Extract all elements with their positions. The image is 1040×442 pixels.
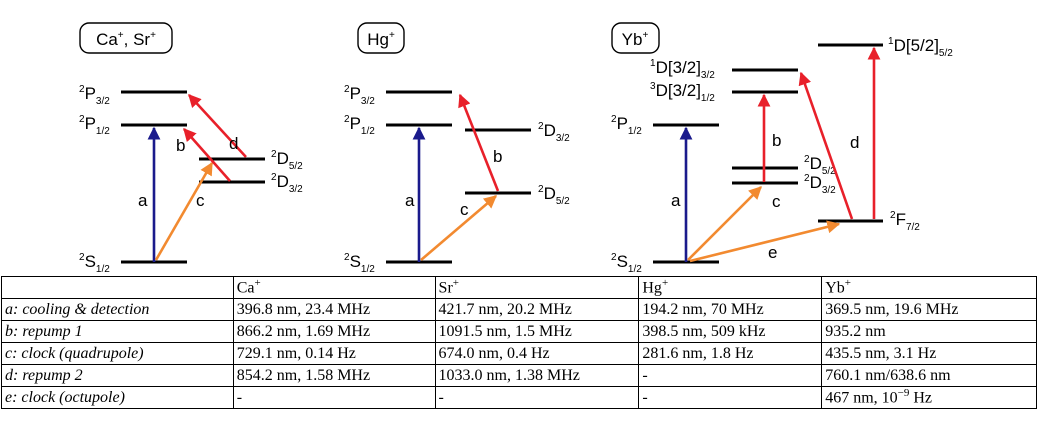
table-cell: 935.2 nm — [821, 320, 1037, 343]
arrow-c — [154, 161, 214, 261]
energy-level-diagram: Ca+, Sr+ 2P3/2 2P1/2 2D5/2 2D3/2 2S1/2 a… — [79, 22, 953, 275]
ion-tag: Yb+ — [622, 30, 649, 49]
arrow-e — [689, 220, 841, 263]
arrow-c — [687, 186, 762, 261]
table-cell: 398.5 nm, 509 kHz — [638, 320, 823, 343]
table-row: e: clock (octupole) - - - 467 nm, 10−9 H… — [1, 386, 1037, 409]
header-empty — [1, 276, 234, 299]
arrow-d — [188, 94, 247, 158]
table-cell: 760.1 nm/638.6 nm — [821, 364, 1037, 387]
header-hg: Hg+ — [638, 276, 823, 299]
table-cell: 854.2 nm, 1.58 MHz — [232, 364, 436, 387]
ion-tag-box — [357, 22, 405, 54]
transitions-table: Ca+ Sr+ Hg+ Yb+ a: cooling & detection 3… — [1, 276, 1037, 409]
table-cell: 1033.0 nm, 1.38 MHz — [434, 364, 640, 387]
table-cell: 467 nm, 10−9 Hz — [821, 386, 1037, 409]
table-cell: 396.8 nm, 23.4 MHz — [232, 298, 436, 321]
transition-label: b: repump 1 — [1, 320, 234, 343]
header-yb: Yb+ — [821, 276, 1037, 299]
table-row: d: repump 2 854.2 nm, 1.58 MHz 1033.0 nm… — [1, 364, 1037, 387]
label-d3-32: 3D[3/2]1/2 — [650, 81, 715, 104]
table-cell: 729.1 nm, 0.14 Hz — [232, 342, 436, 365]
table-cell: 866.2 nm, 1.69 MHz — [232, 320, 436, 343]
label-s12: 2S1/2 — [611, 252, 642, 275]
transition-label: c: clock (quadrupole) — [1, 342, 234, 365]
label-s12: 2S1/2 — [344, 252, 375, 275]
arrow-label-a: a — [405, 191, 415, 210]
ion-tag-box — [79, 22, 173, 54]
panel-hg: Hg+ 2P3/2 2P1/2 2D3/2 2D5/2 2S1/2 a b c — [344, 22, 570, 275]
label-p12: 2P1/2 — [344, 114, 375, 137]
ion-tag: Hg+ — [367, 30, 395, 49]
label-f72: 2F7/2 — [890, 210, 920, 233]
transition-label: e: clock (octupole) — [1, 386, 234, 409]
label-d32: 2D3/2 — [271, 172, 303, 195]
arrow-label-e: e — [768, 243, 777, 262]
transition-label: d: repump 2 — [1, 364, 234, 387]
table-cell: - — [638, 386, 823, 409]
table-cell: - — [232, 386, 436, 409]
arrow-label-c: c — [772, 192, 781, 211]
ion-tag-box — [611, 22, 660, 54]
table-cell: 194.2 nm, 70 MHz — [638, 298, 823, 321]
arrow-d-short — [798, 71, 854, 220]
label-d1-52: 1D[5/2]5/2 — [888, 36, 953, 59]
label-d52: 2D5/2 — [271, 149, 303, 172]
arrow-label-c: c — [460, 200, 469, 219]
label-p32: 2P3/2 — [79, 84, 110, 107]
table-cell: 435.5 nm, 3.1 Hz — [821, 342, 1037, 365]
arrow-label-b: b — [176, 136, 185, 155]
table-cell: 421.7 nm, 20.2 MHz — [434, 298, 640, 321]
arrow-label-a: a — [138, 191, 148, 210]
label-p12: 2P1/2 — [611, 114, 642, 137]
label-d32: 2D3/2 — [538, 121, 570, 144]
header-ca: Ca+ — [232, 276, 436, 299]
table-cell: - — [434, 386, 640, 409]
transition-label: a: cooling & detection — [1, 298, 234, 321]
label-d32: 2D3/2 — [804, 173, 836, 196]
table-row: b: repump 1 866.2 nm, 1.69 MHz 1091.5 nm… — [1, 320, 1037, 343]
arrow-label-b: b — [772, 131, 781, 150]
arrow-c — [420, 195, 497, 261]
label-d1-32: 1D[3/2]3/2 — [650, 58, 715, 81]
label-s12: 2S1/2 — [79, 252, 110, 275]
arrow-label-b: b — [493, 147, 502, 166]
arrow-label-c: c — [196, 191, 205, 210]
table-header-row: Ca+ Sr+ Hg+ Yb+ — [1, 276, 1037, 299]
table-row: a: cooling & detection 396.8 nm, 23.4 MH… — [1, 298, 1037, 321]
table-cell: 281.6 nm, 1.8 Hz — [638, 342, 823, 365]
label-d52: 2D5/2 — [538, 184, 570, 207]
arrow-label-d: d — [229, 134, 238, 153]
table-cell: 369.5 nm, 19.6 MHz — [821, 298, 1037, 321]
arrow-b — [458, 93, 500, 192]
arrow-b — [183, 128, 231, 182]
arrow-label-a: a — [671, 191, 681, 210]
label-p12: 2P1/2 — [79, 114, 110, 137]
ion-tag: Ca+, Sr+ — [96, 30, 156, 49]
panel-yb: Yb+ 1D[5/2]5/2 1D[3/2]3/2 3D[3/2]1/2 2P1… — [611, 22, 953, 275]
table-cell: - — [638, 364, 823, 387]
header-sr: Sr+ — [434, 276, 640, 299]
table-cell: 1091.5 nm, 1.5 MHz — [434, 320, 640, 343]
arrow-label-d: d — [850, 133, 859, 152]
label-d52: 2D5/2 — [804, 154, 836, 177]
label-p32: 2P3/2 — [344, 84, 375, 107]
panel-ca-sr: Ca+, Sr+ 2P3/2 2P1/2 2D5/2 2D3/2 2S1/2 a… — [79, 22, 303, 275]
table-cell: 674.0 nm, 0.4 Hz — [434, 342, 640, 365]
table-row: c: clock (quadrupole) 729.1 nm, 0.14 Hz … — [1, 342, 1037, 365]
